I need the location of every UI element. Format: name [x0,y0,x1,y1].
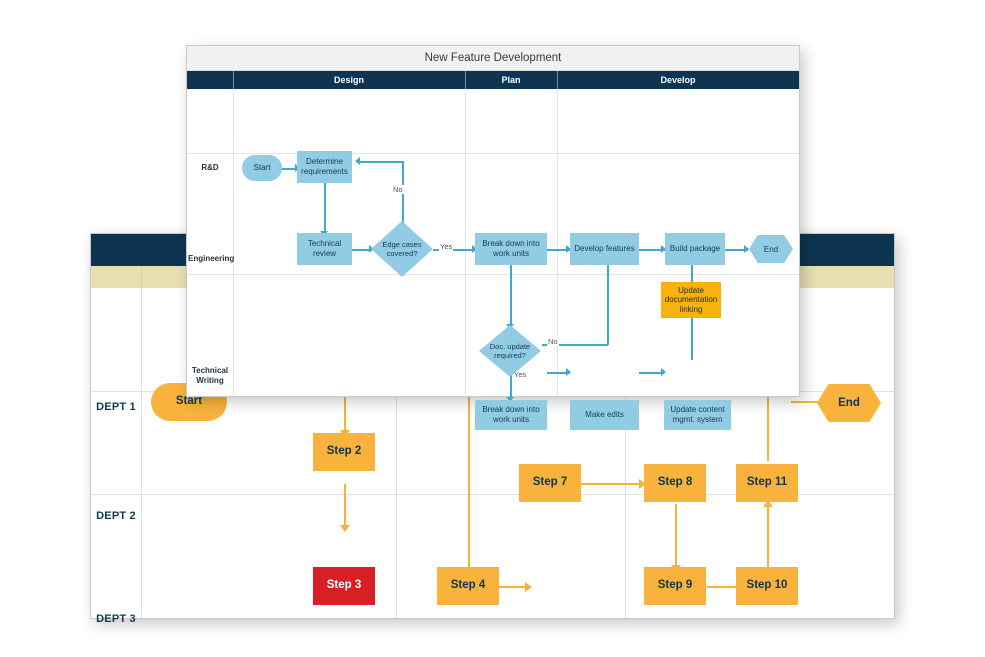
edge-label-yes-1: Yes [439,242,454,251]
connector [359,161,403,163]
bg-connector [707,586,756,588]
connector [691,302,693,360]
bg-lane-divider [91,494,894,495]
front-title-bar: New Feature Development [187,46,799,71]
connector [547,372,570,374]
node-start[interactable]: Start [242,155,282,181]
connector [510,264,512,327]
node-end[interactable]: End [749,235,793,263]
bg-lane-label-dept2: DEPT 2 [96,510,136,522]
connector [352,249,372,251]
bg-node-step9[interactable]: Step 9 [644,567,706,605]
bg-column-divider [141,288,142,618]
bg-node-step11[interactable]: Step 11 [736,464,798,502]
node-break-down-work-units-eng[interactable]: Break down into work units [475,233,547,265]
bg-lane-label-dept3: DEPT 3 [96,613,136,625]
column-header-plan: Plan [501,75,521,85]
front-column-header: Design Plan Develop [187,71,799,89]
bg-node-step10[interactable]: Step 10 [736,567,798,605]
node-update-documentation-linking[interactable]: Update documentation linking [661,282,721,318]
header-divider [465,71,466,89]
bg-connector [581,483,642,485]
column-header-develop: Develop [660,75,696,85]
bg-column-divider [625,288,626,618]
node-edge-cases-covered[interactable]: Edge cases covered? [371,221,433,277]
connector [280,168,297,170]
lane-label-techwriting: Technical Writing [191,366,229,385]
bg-connector [791,401,825,403]
node-label: Doc. update required? [489,342,531,360]
bg-lane-label-dept1: DEPT 1 [96,401,136,413]
connector [639,249,665,251]
bg-connector [767,504,769,568]
connector [607,265,609,345]
bg-arrowhead [639,479,646,489]
arrowhead [744,245,749,253]
front-swimlane-diagram[interactable]: New Feature Development Design Plan Deve… [186,45,800,430]
bg-connector [767,381,769,461]
arrowhead [566,245,571,253]
bg-node-step7[interactable]: Step 7 [519,464,581,502]
bg-arrowhead [525,582,532,592]
bg-band-divider [141,266,142,288]
lane-divider [187,153,799,154]
bg-connector [675,504,677,568]
connector [547,249,570,251]
bg-node-end[interactable]: End [817,384,881,422]
node-doc-update-required[interactable]: Doc. update required? [479,325,541,377]
header-divider [233,71,234,89]
node-update-content-mgmt-system[interactable]: Update content mgmt. system [664,400,731,430]
connector [324,183,326,234]
front-lane-grid: R&D Engineering Technical Writing No Yes [187,89,799,430]
arrowhead [661,245,666,253]
node-technical-review[interactable]: Technical review [297,233,352,265]
connector [433,249,475,251]
node-determine-requirements[interactable]: Determine requirements [297,151,352,183]
connector [725,249,748,251]
column-header-design: Design [333,75,364,85]
connector [691,265,693,282]
column-divider [465,89,466,395]
bg-column-divider [396,288,397,618]
bg-node-step4[interactable]: Step 4 [437,567,499,605]
node-label: Edge cases covered? [382,240,422,258]
edge-label-no-2: No [547,337,559,346]
bg-arrowhead [763,500,773,507]
lane-divider [187,274,799,275]
diagram-title: New Feature Development [424,52,562,64]
edge-label-yes-2: Yes [513,370,528,379]
arrowhead [566,368,571,376]
edge-label-no-1: No [392,185,404,194]
node-build-package[interactable]: Build package [665,233,725,265]
header-divider [557,71,558,89]
column-divider [233,89,234,395]
arrowhead [661,368,666,376]
arrowhead [506,397,514,402]
connector [639,372,664,374]
bg-node-step3[interactable]: Step 3 [313,567,375,605]
column-divider [557,89,558,395]
bg-connector [472,586,528,588]
connector [510,364,512,400]
bg-connector [344,381,346,433]
lane-label-engineering: Engineering [188,254,235,263]
bg-arrowhead [340,525,350,532]
node-make-edits[interactable]: Make edits [570,400,639,430]
node-develop-features[interactable]: Develop features [570,233,639,265]
bg-connector [344,484,346,528]
bg-connector [468,381,470,571]
bg-node-step8[interactable]: Step 8 [644,464,706,502]
arrowhead [355,157,360,165]
lane-label-rnd: R&D [201,163,219,172]
connector [542,344,608,346]
bg-node-step2[interactable]: Step 2 [313,433,375,471]
arrowhead [472,245,477,253]
node-break-down-work-units-tw[interactable]: Break down into work units [475,400,547,430]
